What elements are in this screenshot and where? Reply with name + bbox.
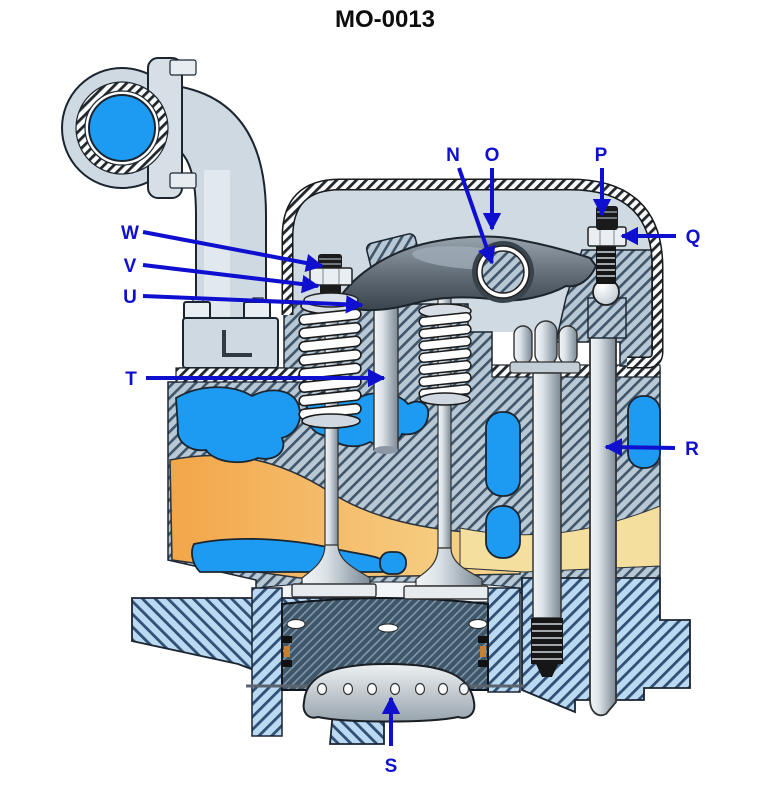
valve-head <box>403 585 489 600</box>
piston-relief <box>468 619 488 629</box>
coolant-passage <box>379 551 407 575</box>
cylinder-wall-left <box>251 587 283 737</box>
flange-slot <box>222 330 252 357</box>
flange-nut-left <box>183 301 211 320</box>
pushrod-bottom <box>374 446 398 454</box>
label-v: V <box>124 256 137 277</box>
arrow-n <box>457 167 496 265</box>
label-q: Q <box>686 227 701 248</box>
adjuster-screw-top <box>318 254 342 269</box>
label-w: W <box>121 223 139 244</box>
screw-threads <box>596 246 616 284</box>
label-t: T <box>125 369 137 390</box>
diagram-title: MO-0013 <box>335 6 435 33</box>
label-n: N <box>446 145 460 166</box>
bolt-tip <box>536 664 558 677</box>
rocker-arm <box>336 235 598 312</box>
adjuster-locknut <box>309 267 353 286</box>
flange-nut-right <box>243 301 271 320</box>
dome-holes <box>316 682 470 696</box>
piston-assembly <box>246 597 524 723</box>
pipe-flange-block <box>182 317 279 369</box>
piston-relief <box>377 623 399 633</box>
coolant-passage <box>627 395 661 469</box>
arrow-r <box>604 438 676 457</box>
valve-spring-right <box>418 303 472 406</box>
callout-letters: N O P Q W V U T R S <box>121 145 700 777</box>
label-p: P <box>595 145 608 166</box>
valve-head <box>291 583 377 598</box>
clamp-bolt-bottom <box>169 172 197 189</box>
coolant-passage <box>175 386 301 464</box>
piston-skirt-dome <box>302 662 476 723</box>
bolt-shank <box>532 372 562 619</box>
label-s: S <box>385 756 398 777</box>
pipe-assembly <box>61 57 279 369</box>
arrow-u <box>142 294 364 314</box>
arrow-w <box>142 230 324 273</box>
coolant-passage <box>485 505 521 559</box>
label-r: R <box>685 439 699 460</box>
cylinder-wall-right <box>487 587 521 693</box>
arrow-v <box>142 263 320 294</box>
piston-relief <box>286 619 306 629</box>
label-u: U <box>123 287 137 308</box>
pushrod-tube-body <box>589 335 617 717</box>
head-bolt <box>509 320 581 677</box>
pipe-port-opening <box>88 94 156 162</box>
pushrod-body <box>373 295 399 451</box>
callout-arrows <box>142 167 676 746</box>
valve-spring-left <box>298 297 362 429</box>
bolt-collar <box>509 361 581 374</box>
piston-rings <box>282 636 488 667</box>
coolant-passage <box>485 411 521 497</box>
label-o: O <box>485 145 500 166</box>
cover-hatch-band <box>283 180 662 367</box>
clamp-bolt-top <box>169 59 197 76</box>
valve-cover <box>281 178 664 369</box>
pushrod-tube <box>589 335 617 717</box>
bolt-threads <box>531 618 563 664</box>
